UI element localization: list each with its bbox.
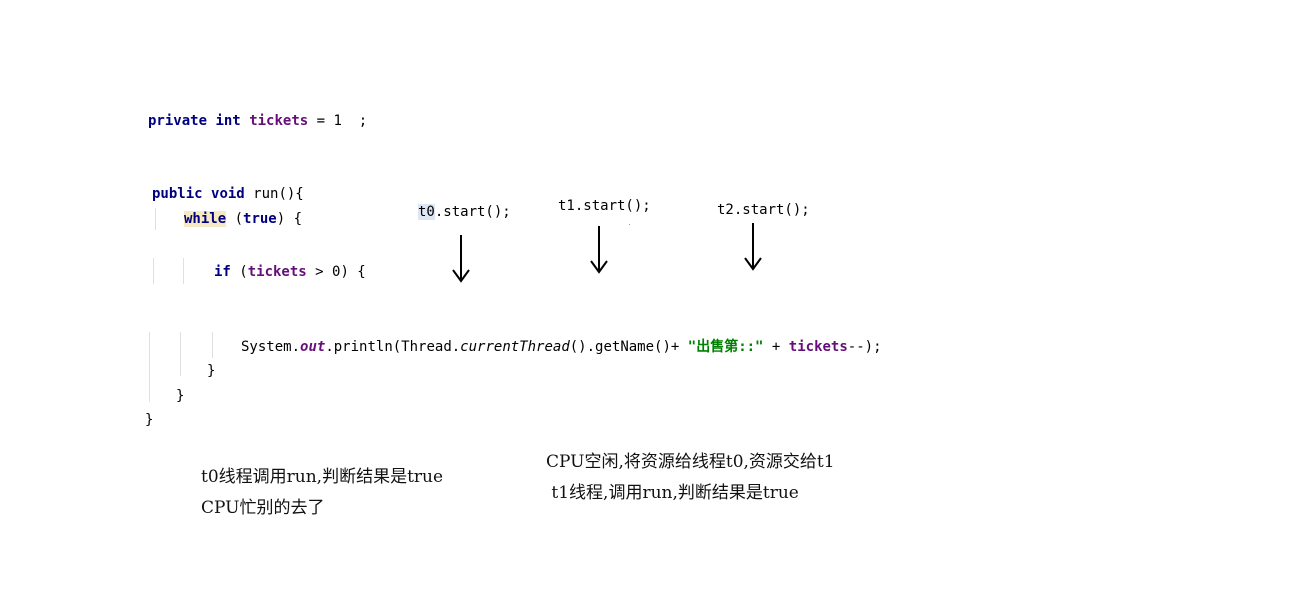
tickets-declaration: private int tickets = 1 ; bbox=[148, 112, 367, 130]
code-text: > 0) { bbox=[306, 264, 366, 280]
code-text: run(){ bbox=[244, 186, 304, 202]
static-method: currentThread bbox=[460, 339, 570, 355]
code-text: + bbox=[763, 339, 789, 355]
indent-guide bbox=[153, 258, 154, 284]
note-line: CPU忙别的去了 bbox=[201, 498, 325, 518]
code-text: .println(Thread. bbox=[325, 339, 461, 355]
down-arrow-icon bbox=[452, 235, 470, 283]
field-name: tickets bbox=[247, 264, 307, 280]
note-line: CPU空闲,将资源给线程t0,资源交给t1 bbox=[546, 452, 835, 472]
println-statement: System.out.println(Thread.currentThread(… bbox=[241, 338, 882, 356]
if-statement: if (tickets > 0) { bbox=[214, 263, 366, 281]
code-text: = 1 ; bbox=[308, 113, 368, 129]
stray-dot bbox=[629, 224, 630, 225]
closing-brace-while: } bbox=[176, 388, 185, 404]
note-line: t0线程调用run,判断结果是true bbox=[201, 467, 444, 487]
t1-start-call: t1.start(); bbox=[558, 198, 651, 214]
closing-brace-if: } bbox=[207, 363, 216, 379]
keyword: if bbox=[214, 264, 231, 280]
closing-brace-run: } bbox=[145, 412, 154, 428]
code-text: ( bbox=[226, 211, 244, 227]
keyword: while bbox=[184, 211, 227, 227]
call-text: .start(); bbox=[434, 204, 511, 220]
run-method-signature: public void run(){ bbox=[152, 185, 304, 203]
field-name: tickets bbox=[788, 339, 848, 355]
indent-guide bbox=[149, 332, 150, 402]
note-line: t1线程,调用run,判断结果是true bbox=[546, 483, 799, 503]
code-text: ().getName()+ bbox=[569, 339, 688, 355]
field-name: tickets bbox=[249, 113, 309, 129]
down-arrow-icon bbox=[590, 226, 608, 274]
keyword: public bbox=[152, 186, 203, 202]
note-right: CPU空闲,将资源给线程t0,资源交给t1 t1线程,调用run,判断结果是tr… bbox=[546, 447, 835, 509]
code-text: System. bbox=[241, 339, 301, 355]
t2-start-call: t2.start(); bbox=[717, 202, 810, 218]
code-text: ( bbox=[230, 264, 248, 280]
indent-guide bbox=[212, 332, 213, 358]
thread-variable: t0 bbox=[418, 204, 435, 220]
indent-guide bbox=[183, 258, 184, 284]
code-text: ) { bbox=[276, 211, 303, 227]
keyword: int bbox=[215, 113, 241, 129]
static-field: out bbox=[300, 339, 326, 355]
t0-start-call: t0.start(); bbox=[418, 204, 511, 220]
while-statement: while (true) { bbox=[184, 210, 302, 228]
keyword: private bbox=[148, 113, 208, 129]
indent-guide bbox=[155, 208, 156, 230]
indent-guide bbox=[180, 332, 181, 376]
string-literal: "出售第::" bbox=[687, 339, 764, 355]
code-text: --); bbox=[847, 339, 882, 355]
down-arrow-icon bbox=[744, 223, 762, 271]
keyword: true bbox=[243, 211, 277, 227]
keyword: void bbox=[211, 186, 245, 202]
